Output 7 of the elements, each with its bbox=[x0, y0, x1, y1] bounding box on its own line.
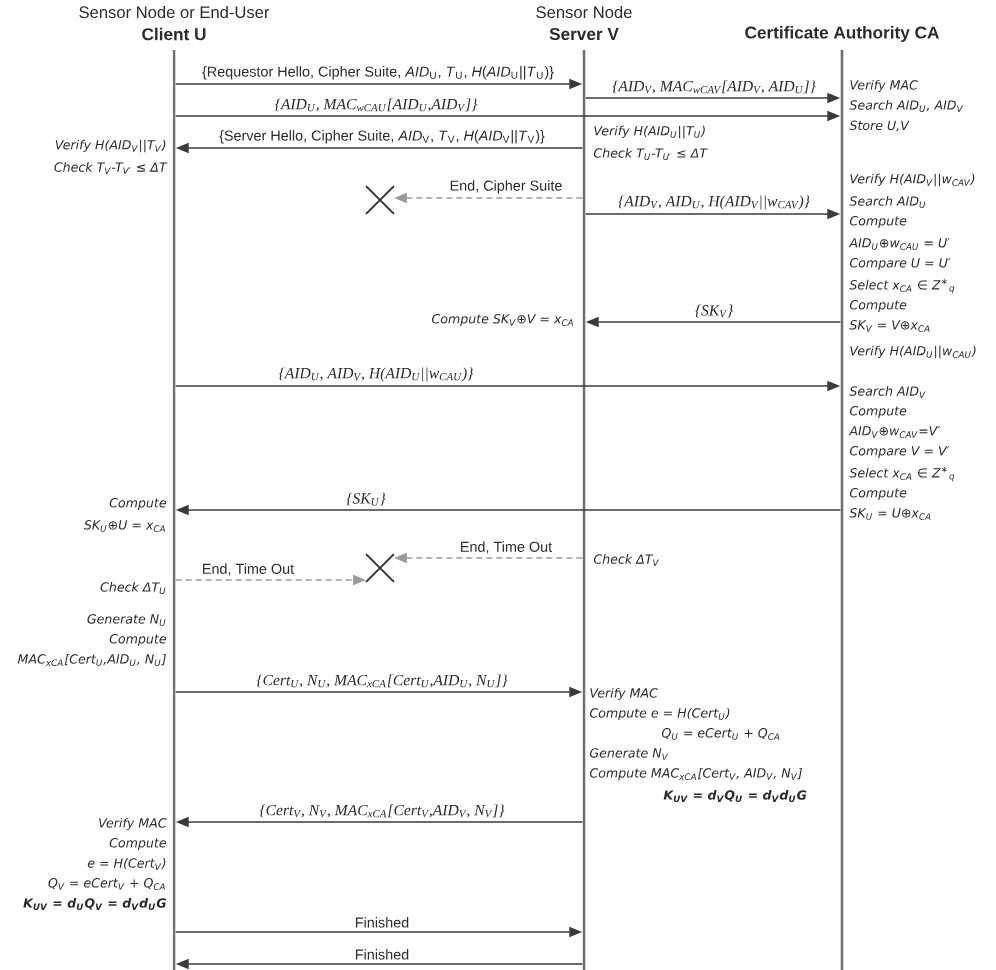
participant-name: Server V bbox=[549, 27, 619, 41]
participant-name: Certificate Authority CA bbox=[745, 26, 939, 43]
role-heading: Sensor Node or End-User bbox=[79, 5, 270, 19]
participant-name: Client U bbox=[142, 27, 206, 41]
role-heading: Sensor Node bbox=[536, 5, 632, 19]
cross-mark bbox=[365, 185, 395, 215]
cross-mark bbox=[365, 553, 395, 583]
